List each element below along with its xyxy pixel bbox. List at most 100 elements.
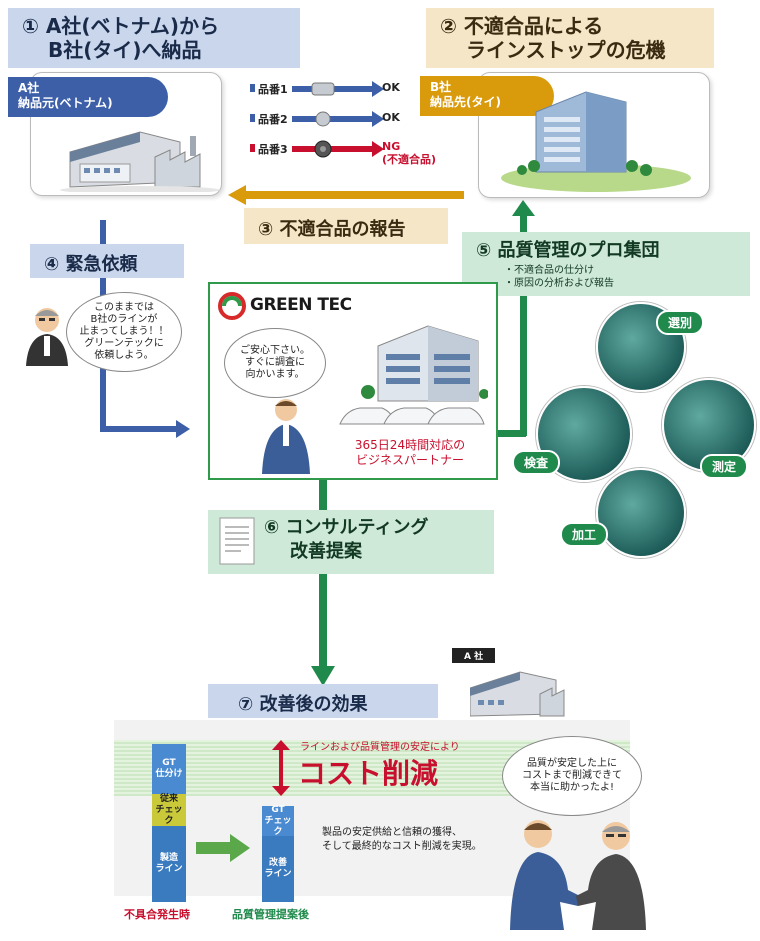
before-gt-line1: GT (162, 758, 176, 768)
step6-line2: 改善提案 (290, 541, 362, 562)
worried-text: このままでは B社のラインが 止まってしまう！！ グリーンテックに 依頼しよう。 (79, 302, 168, 362)
step1-num: ① (22, 14, 39, 38)
cost-reduction-arrow (272, 740, 290, 796)
part3-label: 品番3 (258, 143, 288, 156)
after-gt-line2: チェック (264, 815, 292, 837)
greentec-bubble-line-2: すぐに調査に (245, 357, 305, 368)
step6-box: ⑥ コンサルティング 改善提案 (208, 510, 494, 574)
after-gt-line1: GT (271, 804, 285, 815)
before-line-block: 製造ライン (152, 826, 186, 902)
improvement-arrow (196, 834, 250, 862)
step4-text: 緊急依頼 (65, 254, 138, 275)
step7-num: ⑦ (238, 694, 254, 715)
report-arrow (228, 185, 464, 205)
before-check-line1: 従来 (159, 793, 178, 804)
part3-result: NG (不適合品) (382, 140, 436, 166)
before-check-line2: チェック (155, 804, 183, 826)
satisfied-line-2: コストまで削減できて (522, 770, 622, 781)
before-line-line2: ライン (155, 864, 183, 874)
a-company-tag: A 社 (452, 648, 496, 663)
worried-line-3: 止まってしまう！！ (79, 326, 169, 337)
step3-num: ③ (258, 219, 274, 240)
before-caption: 不具合発生時 (124, 908, 190, 921)
company-b-role: 納品先(タイ) (430, 95, 501, 109)
part1-label: 品番1 (258, 83, 288, 96)
before-check-block: 従来チェック (152, 794, 186, 826)
effect-sub: ラインおよび品質管理の安定により (300, 742, 460, 753)
worried-line-2: B社のラインが (90, 314, 158, 325)
satisfied-speech-bubble: 品質が安定した上に コストまで削減できて 本当に助かったよ! (502, 736, 642, 816)
greentec-bubble-line-1: ご安心下さい。 (240, 345, 310, 356)
step4-num: ④ (44, 254, 60, 275)
before-line-line1: 製造 (159, 853, 178, 863)
greentec-logo-text: GREEN TEC (250, 295, 352, 315)
document-icon (219, 517, 255, 565)
greentec-box: GREEN TEC ご安心下さい。 すぐに調査に 向かいます。 365日24時間… (208, 282, 498, 480)
step5-num: ⑤ (476, 240, 492, 261)
company-a-name: A社 (18, 81, 40, 95)
greentec-building-illustration (339, 325, 488, 425)
step5-bullet-2: ・原因の分析および報告 (504, 278, 614, 289)
service-measure-tag: 測定 (700, 454, 749, 479)
step3-text: 不適合品の報告 (279, 219, 406, 240)
part2-marker (250, 114, 255, 122)
step1-title: ① A社(ベトナム)から B社(タイ)へ納品 (8, 8, 300, 62)
worried-line-5: 依頼しよう。 (94, 350, 154, 361)
step1-line2: B社(タイ)へ納品 (48, 38, 202, 62)
part-row-1: 品番1 OK (250, 80, 420, 98)
after-caption: 品質管理提案後 (232, 908, 309, 921)
part3-marker (250, 144, 255, 152)
service-process-tag: 加工 (560, 522, 609, 547)
worried-line-1: このままでは (93, 302, 154, 313)
step2-title: ② 不適合品による ラインストップの危機 (426, 8, 714, 62)
effect-desc-2: そして最終的なコスト削減を実現。 (322, 841, 482, 852)
part-row-3: 品番3 NG (不適合品) (250, 140, 460, 170)
consulting-flow-arrow (311, 480, 335, 686)
step6-title: ⑥ コンサルティング 改善提案 (264, 516, 428, 564)
part2-arrow (292, 111, 384, 127)
worried-manager-icon (26, 308, 68, 366)
part2-label: 品番2 (258, 113, 288, 126)
satisfied-line-1: 品質が安定した上に (527, 758, 617, 769)
step5-bullets: ・不適合品の仕分け ・原因の分析および報告 (462, 262, 750, 290)
factory-a-illustration (60, 131, 220, 192)
after-line-block: 改善ライン (262, 836, 294, 902)
step7-text: 改善後の効果 (259, 694, 368, 715)
effect-description: 製品の安定供給と信頼の獲得、 そして最終的なコスト削減を実現。 (322, 826, 482, 854)
step5-title: ⑤ 品質管理のプロ集団 (462, 232, 750, 262)
part3-arrow (292, 140, 384, 158)
step2-header: ② 不適合品による ラインストップの危機 (426, 8, 714, 68)
step2-line1: 不適合品による (463, 14, 604, 38)
step2-num: ② (440, 14, 457, 38)
effect-desc-1: 製品の安定供給と信頼の獲得、 (322, 827, 462, 838)
handshake-illustration (510, 820, 646, 930)
part1-arrow (292, 81, 384, 97)
company-a-tab: A社 納品元(ベトナム) (8, 77, 168, 117)
part2-result: OK (382, 111, 400, 124)
service-inspect-tag: 検査 (512, 450, 561, 475)
worried-line-4: グリーンテックに (84, 338, 164, 349)
company-b-name: B社 (430, 80, 452, 94)
step5-box: ⑤ 品質管理のプロ集団 ・不適合品の仕分け ・原因の分析および報告 (462, 232, 750, 296)
part-row-2: 品番2 OK (250, 110, 420, 128)
part3-result-text: NG (382, 140, 401, 153)
step3-label: ③ 不適合品の報告 (244, 208, 448, 244)
step5-bullet-1: ・不適合品の仕分け (504, 265, 594, 276)
greentec-speech-bubble: ご安心下さい。 すぐに調査に 向かいます。 (224, 328, 326, 398)
step6-line1: コンサルティング (285, 517, 429, 538)
greentec-logo-icon (218, 292, 246, 320)
greentec-tagline: 365日24時間対応の ビジネスパートナー (330, 438, 490, 468)
satisfied-line-3: 本当に助かったよ! (529, 782, 614, 793)
part3-note: (不適合品) (382, 153, 437, 166)
effect-main: コスト削減 (298, 757, 439, 790)
to-company-b-arrow (496, 200, 535, 437)
before-gt-line2: 仕分け (155, 769, 183, 779)
service-process-photo (596, 468, 686, 558)
step5-text: 品質管理のプロ集団 (497, 240, 660, 261)
satisfied-text: 品質が安定した上に コストまで削減できて 本当に助かったよ! (522, 758, 622, 794)
after-line-line1: 改善 (268, 858, 287, 868)
part1-marker (250, 84, 255, 92)
worried-speech-bubble: このままでは B社のラインが 止まってしまう！！ グリーンテックに 依頼しよう。 (66, 292, 182, 372)
